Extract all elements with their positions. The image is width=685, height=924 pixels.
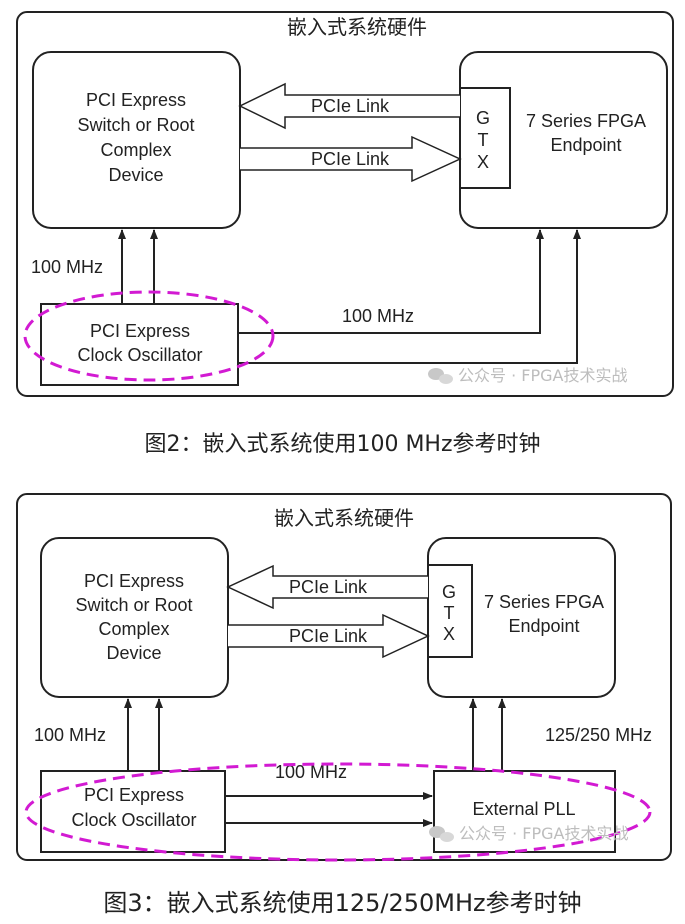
fpga-label-2: Endpoint (550, 135, 621, 155)
root-complex-box (40, 537, 229, 698)
fpga-label-2: Endpoint (508, 616, 579, 636)
figure-3-caption: 图3：嵌入式系统使用125/250MHz参考时钟 (103, 889, 582, 917)
embedded-system-title: 嵌入式系统硬件 (287, 15, 427, 39)
oscillator-label-2: Clock Oscillator (71, 810, 196, 830)
pcie-link-label-top: PCIe Link (289, 577, 368, 597)
pcie-link-arrow-right (240, 135, 462, 183)
watermark-wechat-icon (428, 368, 453, 384)
watermark-text: 公众号 · FPGA技术实战 (458, 366, 627, 385)
clock-line-fpga-2 (238, 229, 581, 364)
root-complex-label-2: Switch or Root (75, 595, 192, 615)
root-complex-label-3: Complex (100, 140, 171, 160)
external-pll-box (433, 770, 616, 853)
root-complex-label-1: PCI Express (84, 571, 184, 591)
clock-label-left: 100 MHz (31, 257, 103, 277)
figure-2-caption: 图2：嵌入式系统使用100 MHz参考时钟 (144, 432, 541, 457)
gtx-box (427, 564, 473, 658)
external-pll-label: External PLL (472, 799, 575, 819)
root-complex-box (32, 51, 241, 229)
oscillator-label-1: PCI Express (90, 321, 190, 341)
pcie-link-arrow-right (228, 613, 430, 659)
oscillator-highlight-ellipse (23, 290, 275, 382)
root-complex-label-4: Device (108, 165, 163, 185)
pcie-link-arrow-left (238, 82, 460, 130)
clock-highlight-ellipse (24, 762, 652, 862)
gtx-letter-g: G (476, 108, 490, 128)
clock-label-middle: 100 MHz (275, 762, 347, 782)
embedded-system-frame (16, 11, 674, 397)
root-complex-label-3: Complex (98, 619, 169, 639)
watermark-wechat-icon (429, 826, 454, 842)
pcie-link-label-bottom: PCIe Link (289, 626, 368, 646)
embedded-system-title: 嵌入式系统硬件 (274, 506, 414, 530)
pcie-link-arrow-left (226, 564, 428, 610)
root-complex-label-2: Switch or Root (77, 115, 194, 135)
clock-label-left: 100 MHz (34, 725, 106, 745)
gtx-letter-x: X (443, 624, 455, 644)
figure-3: 嵌入式系统硬件 PCI Express Switch or Root Compl… (16, 493, 672, 862)
watermark-text: 公众号 · FPGA技术实战 (459, 824, 628, 843)
root-complex-label-4: Device (106, 643, 161, 663)
oscillator-label-2: Clock Oscillator (77, 345, 202, 365)
fpga-label-1: 7 Series FPGA (484, 592, 604, 612)
gtx-letter-g: G (442, 582, 456, 602)
figure-2: 嵌入式系统硬件 PCI Express Switch or Root Compl… (16, 11, 674, 397)
pcie-link-label-bottom: PCIe Link (311, 149, 390, 169)
gtx-letter-t: T (478, 130, 489, 150)
fpga-label-1: 7 Series FPGA (526, 111, 646, 131)
oscillator-label-1: PCI Express (84, 785, 184, 805)
pcie-link-label-top: PCIe Link (311, 96, 390, 116)
clock-line-fpga-1 (238, 229, 544, 334)
clock-label-right: 100 MHz (342, 306, 414, 326)
clock-label-right: 125/250 MHz (545, 725, 652, 745)
root-complex-label-1: PCI Express (86, 90, 186, 110)
gtx-letter-x: X (477, 152, 489, 172)
gtx-letter-t: T (444, 603, 455, 623)
gtx-box (459, 87, 511, 189)
